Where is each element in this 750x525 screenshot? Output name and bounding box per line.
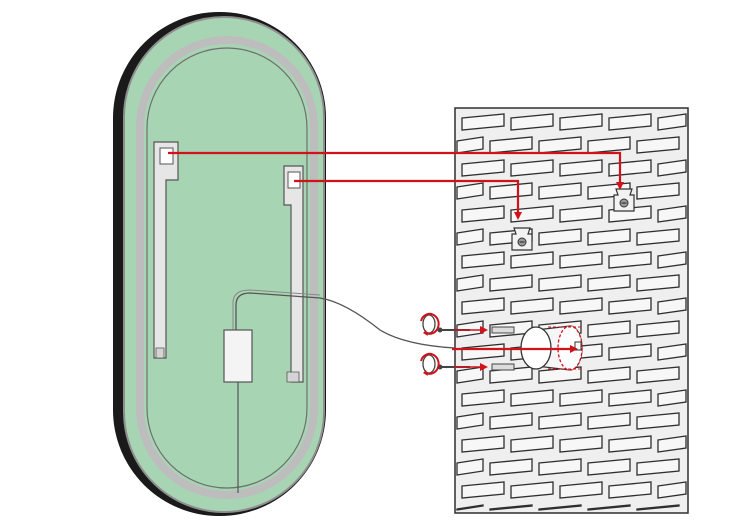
- brick: [657, 205, 687, 223]
- brick: [636, 182, 680, 200]
- brick: [489, 504, 533, 511]
- brick: [587, 320, 631, 338]
- brick: [587, 412, 631, 430]
- brick: [461, 159, 505, 177]
- brick: [456, 504, 484, 511]
- brick: [456, 412, 484, 430]
- brick: [657, 435, 687, 453]
- brick: [636, 458, 680, 476]
- power-supply-icon: [223, 289, 456, 493]
- brick: [456, 366, 484, 384]
- brick: [461, 297, 505, 315]
- brick: [657, 343, 687, 361]
- brick: [489, 458, 533, 476]
- brick: [461, 481, 505, 499]
- brick: [559, 389, 603, 407]
- wall-plug-icon: [491, 363, 515, 371]
- brick: [510, 113, 554, 131]
- hanging-bracket-icon: [283, 165, 304, 383]
- brick: [461, 435, 505, 453]
- oval-mirror-icon: [113, 12, 456, 516]
- brick: [538, 182, 582, 200]
- brick: [489, 412, 533, 430]
- brick: [636, 320, 680, 338]
- brick: [587, 136, 631, 154]
- brick: [559, 481, 603, 499]
- brick: [608, 297, 652, 315]
- brick: [636, 412, 680, 430]
- brick: [510, 435, 554, 453]
- brick: [636, 274, 680, 292]
- brick: [559, 435, 603, 453]
- brick: [559, 159, 603, 177]
- brick: [510, 297, 554, 315]
- wall-plug-icon: [491, 326, 515, 334]
- brick: [538, 504, 582, 511]
- brick: [608, 435, 652, 453]
- brick: [657, 389, 687, 407]
- brick: [608, 113, 652, 131]
- mirror-inner-ring: [136, 36, 318, 499]
- brick: [559, 251, 603, 269]
- brick: [587, 366, 631, 384]
- brick: [510, 481, 554, 499]
- screwdriver-rotate-icon: [420, 352, 440, 376]
- brick: [461, 389, 505, 407]
- installation-arrows: [168, 151, 624, 371]
- brick: [657, 481, 687, 499]
- brick: [538, 228, 582, 246]
- brick-pattern: [456, 113, 687, 511]
- brick: [559, 113, 603, 131]
- brick: [456, 458, 484, 476]
- brick: [636, 504, 680, 511]
- brick: [657, 297, 687, 315]
- brick: [456, 274, 484, 292]
- brick: [489, 366, 533, 384]
- wall-hook-icon: [511, 227, 533, 251]
- brick: [456, 182, 484, 200]
- arrow-bracket-left-to-hook: [168, 151, 624, 190]
- brick: [559, 205, 603, 223]
- brick: [587, 504, 631, 511]
- brick: [489, 274, 533, 292]
- brick: [657, 159, 687, 177]
- brick: [636, 366, 680, 384]
- brick: [538, 274, 582, 292]
- brick: [461, 113, 505, 131]
- arrow-bracket-right-to-hook: [294, 179, 522, 220]
- brick: [657, 251, 687, 269]
- brick: [608, 251, 652, 269]
- brick: [608, 481, 652, 499]
- brick: [510, 251, 554, 269]
- brick: [461, 205, 505, 223]
- brick: [587, 458, 631, 476]
- brick: [456, 228, 484, 246]
- brick: [636, 228, 680, 246]
- brick: [587, 274, 631, 292]
- wall-hook-icon: [613, 188, 635, 212]
- brick: [608, 389, 652, 407]
- brick: [636, 136, 680, 154]
- brick: [538, 136, 582, 154]
- brick: [538, 412, 582, 430]
- brick: [510, 389, 554, 407]
- brick: [489, 136, 533, 154]
- brick: [559, 297, 603, 315]
- brick: [657, 113, 687, 131]
- brick: [587, 228, 631, 246]
- brick: [608, 343, 652, 361]
- brick: [538, 458, 582, 476]
- brick: [510, 159, 554, 177]
- brick: [461, 251, 505, 269]
- brick-wall: [454, 107, 689, 514]
- mirror-glass: [146, 47, 308, 489]
- screwdriver-rotate-icon: [420, 312, 440, 336]
- brick: [456, 136, 484, 154]
